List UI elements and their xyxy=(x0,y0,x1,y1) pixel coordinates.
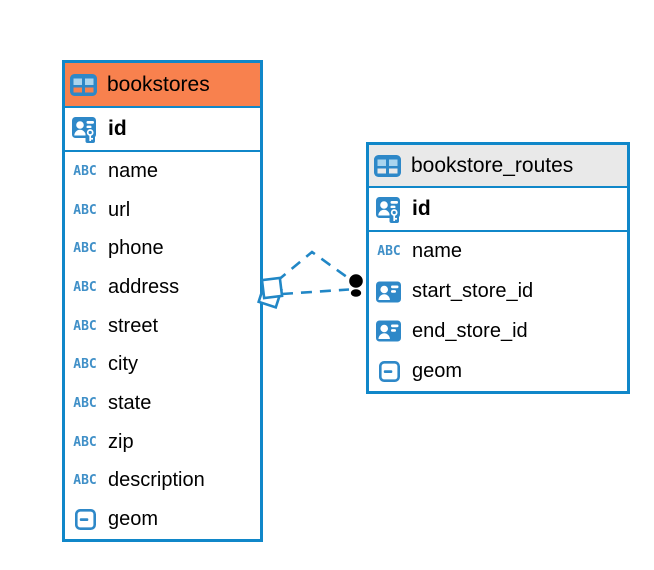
column-row-state[interactable]: ABC state xyxy=(65,384,260,423)
column-row-start-store-id[interactable]: start_store_id xyxy=(369,271,627,312)
primary-key-icon xyxy=(69,116,101,143)
relationship-line-lower[interactable] xyxy=(281,288,350,296)
column-name: state xyxy=(108,391,152,414)
table-bookstores-header[interactable]: bookstores xyxy=(65,63,260,108)
text-type-icon: ABC xyxy=(73,318,97,334)
column-row-zip[interactable]: ABC zip xyxy=(65,422,260,462)
column-name: id xyxy=(108,117,127,140)
table-icon xyxy=(70,73,97,96)
column-row-name[interactable]: ABC name xyxy=(369,232,627,272)
table-name: bookstore_routes xyxy=(411,153,574,177)
geometry-type-icon xyxy=(373,360,405,382)
column-name: start_store_id xyxy=(412,280,534,303)
text-type-icon: ABC xyxy=(377,244,401,260)
column-row-url[interactable]: ABC url xyxy=(65,190,260,230)
reference-type-icon xyxy=(373,320,405,342)
table-name: bookstores xyxy=(107,72,210,96)
table-bookstore-routes-header[interactable]: bookstore_routes xyxy=(369,145,627,188)
table-icon xyxy=(374,154,401,177)
text-type-icon: ABC xyxy=(73,357,97,373)
column-row-name[interactable]: ABC name xyxy=(65,152,260,191)
column-name: end_store_id xyxy=(412,319,528,342)
column-name: zip xyxy=(108,430,134,453)
column-row-end-store-id[interactable]: end_store_id xyxy=(369,311,627,352)
relationship-target-dot-large[interactable] xyxy=(349,274,363,288)
column-name: id xyxy=(412,197,431,220)
column-name: name xyxy=(108,159,159,182)
column-row-description[interactable]: ABC description xyxy=(65,461,260,501)
column-row-street[interactable]: ABC street xyxy=(65,306,260,346)
column-name: address xyxy=(108,275,180,298)
text-type-icon: ABC xyxy=(73,202,97,218)
relationship-line-upper[interactable] xyxy=(276,250,352,283)
text-type-icon: ABC xyxy=(73,395,97,411)
column-row-id[interactable]: id xyxy=(369,188,627,232)
column-name: url xyxy=(108,198,131,221)
primary-key-icon xyxy=(373,196,405,223)
column-row-geom[interactable]: geom xyxy=(369,351,627,391)
reference-type-icon xyxy=(373,281,405,303)
text-type-icon: ABC xyxy=(73,241,97,257)
column-row-address[interactable]: ABC address xyxy=(65,268,260,307)
text-type-icon: ABC xyxy=(73,473,97,489)
table-bookstore-routes[interactable]: bookstore_routes id ABC name xyxy=(366,142,630,394)
column-name: phone xyxy=(108,237,164,260)
column-row-id[interactable]: id xyxy=(65,108,260,152)
column-row-city[interactable]: ABC city xyxy=(65,345,260,385)
table-bookstores[interactable]: bookstores id ABC name xyxy=(62,60,263,542)
column-name: description xyxy=(108,469,205,492)
column-name: geom xyxy=(108,508,159,531)
column-name: name xyxy=(412,240,463,263)
geometry-type-icon xyxy=(69,509,101,531)
relationship-target-dot-small[interactable] xyxy=(350,289,362,297)
text-type-icon: ABC xyxy=(73,434,97,450)
column-name: street xyxy=(108,314,159,337)
column-name: city xyxy=(108,353,138,376)
column-row-phone[interactable]: ABC phone xyxy=(65,229,260,269)
column-row-geom[interactable]: geom xyxy=(65,500,260,539)
text-type-icon: ABC xyxy=(73,163,97,179)
column-name: geom xyxy=(412,359,463,382)
text-type-icon: ABC xyxy=(73,279,97,295)
